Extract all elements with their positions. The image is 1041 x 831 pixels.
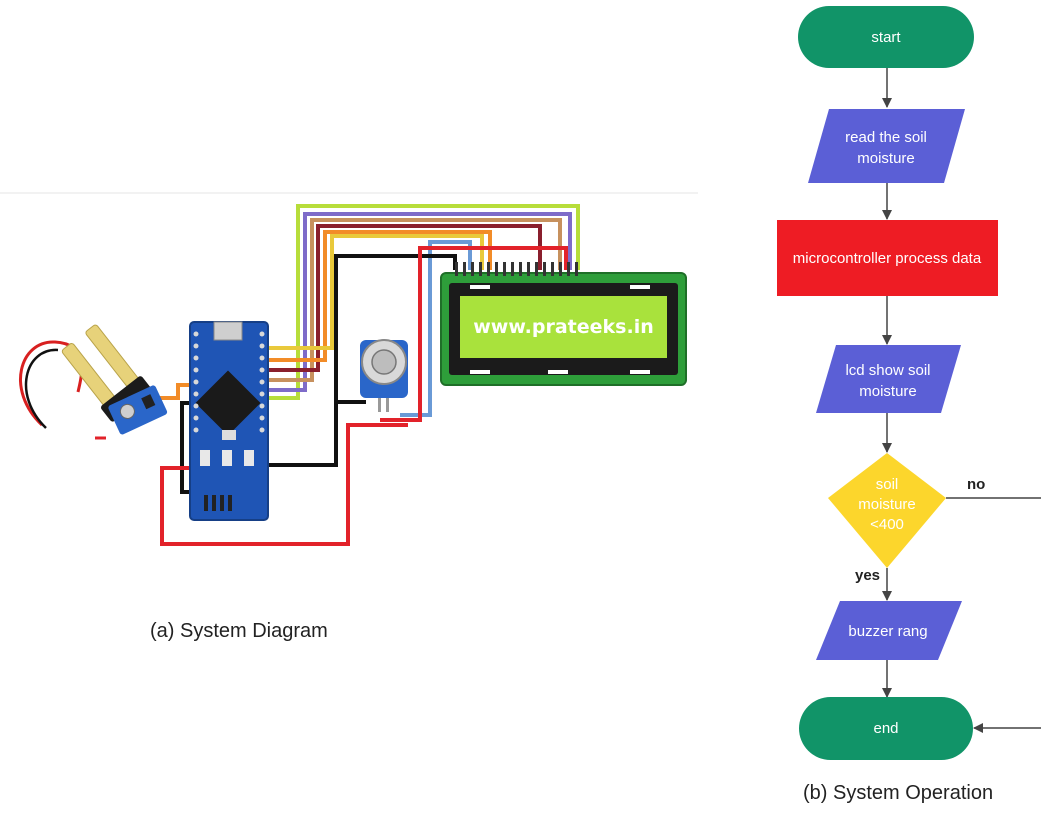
potentiometer — [360, 339, 408, 412]
wire-red-bottom — [160, 423, 408, 546]
wire-orange — [268, 230, 492, 362]
node-end — [799, 697, 973, 760]
node-read-soil-line2: moisture — [857, 150, 915, 167]
caption-system-diagram: (a) System Diagram — [150, 620, 328, 642]
lcd-module — [440, 262, 687, 386]
wire-tan — [268, 218, 562, 382]
node-decision-line1: soil — [876, 476, 899, 493]
node-lcd-show-line2: moisture — [859, 383, 917, 400]
arduino-nano — [189, 321, 269, 521]
node-decision-line2: moisture — [858, 496, 916, 513]
wire-black-top — [262, 254, 457, 467]
node-decision-line3: <400 — [870, 516, 904, 533]
lcd-screen-text: www.prateeks.in — [473, 316, 654, 338]
node-process — [777, 220, 998, 296]
wire-orange-sensor — [160, 383, 190, 400]
node-end-label: end — [873, 720, 898, 737]
node-decision — [828, 453, 946, 568]
label-yes: yes — [855, 567, 880, 584]
node-start-label: start — [871, 29, 901, 46]
wire-red-top — [380, 246, 568, 422]
node-buzzer-label: buzzer rang — [848, 623, 927, 640]
ribbon-wires — [160, 204, 580, 546]
node-lcd-show — [816, 345, 961, 413]
node-read-soil-line1: read the soil — [845, 129, 927, 146]
node-process-label: microcontroller process data — [793, 250, 982, 267]
system-diagram — [0, 192, 698, 546]
wire-lime — [268, 204, 580, 400]
node-buzzer — [816, 601, 962, 660]
flow-connectors — [882, 67, 1041, 733]
node-start — [798, 6, 974, 68]
wire-purple — [268, 212, 572, 392]
soil-moisture-sensor — [19, 324, 168, 440]
label-no: no — [967, 476, 985, 493]
wire-maroon — [268, 224, 542, 372]
caption-system-operation: (b) System Operation — [803, 782, 994, 804]
node-lcd-show-line1: lcd show soil — [845, 362, 930, 379]
node-read-soil — [808, 109, 965, 183]
